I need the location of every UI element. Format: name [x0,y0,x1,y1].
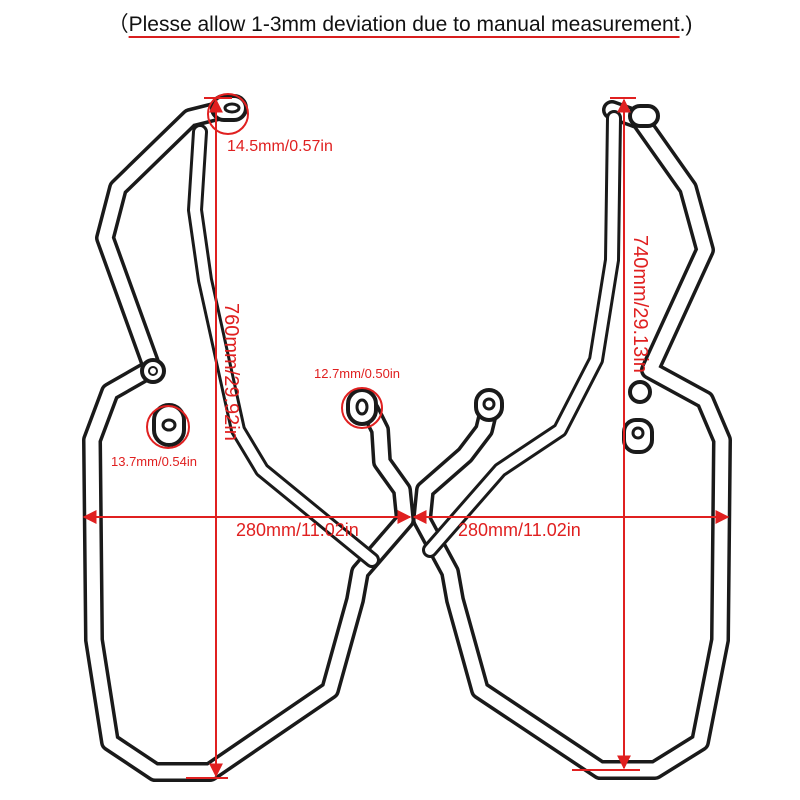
left-height-label: 760mm/29.92in [220,303,242,441]
top-hole-label: 14.5mm/0.57in [227,138,333,155]
top-hole-callout [207,93,249,135]
note-open-paren: （ [107,13,129,36]
right-top-mount-tab [628,104,660,128]
left-lower-mount-hole [161,418,177,432]
note-text: Plesse allow 1-3mm deviation due to manu… [128,13,680,36]
right-bar-outer-tube-outline [412,100,732,780]
lower-hole-label: 13.7mm/0.54in [111,454,197,469]
right-height-label: 740mm/29.13in [629,235,651,373]
dimension-labels: 14.5mm/0.57in 12.7mm/0.50in 13.7mm/0.54i… [111,138,651,540]
deviation-note: （Plesse allow 1-3mm deviation due to man… [0,8,800,38]
left-lower-mount-tab [152,403,186,447]
left-mid-mount [140,358,166,384]
left-mid-mount-hole [148,366,158,376]
right-mid-mount [628,380,652,404]
left-bar-outer-tube [85,101,412,779]
left-center-mount-tab [346,388,378,426]
right-lower-mount-tab [622,418,654,454]
left-center-mount-hole [355,398,369,416]
right-crash-bar [412,100,732,780]
right-lower-mount-hole [631,426,645,440]
right-bar-inner-strut-outline [422,110,622,558]
left-crash-bar [82,94,415,782]
right-bar-outer-tube [415,103,729,777]
center-hole-label: 12.7mm/0.50in [314,366,400,381]
right-bar-inner-strut [425,113,619,555]
dimension-lines [82,93,730,779]
left-top-mount-hole [223,102,241,114]
center-hole-callout [341,387,383,429]
lower-hole-callout [146,405,190,449]
right-width-label: 280mm/11.02in [458,520,581,540]
left-width-label: 280mm/11.02in [236,520,359,540]
note-close: .) [679,13,693,36]
right-center-mount-tab [474,388,504,422]
right-center-mount-hole [482,397,496,411]
